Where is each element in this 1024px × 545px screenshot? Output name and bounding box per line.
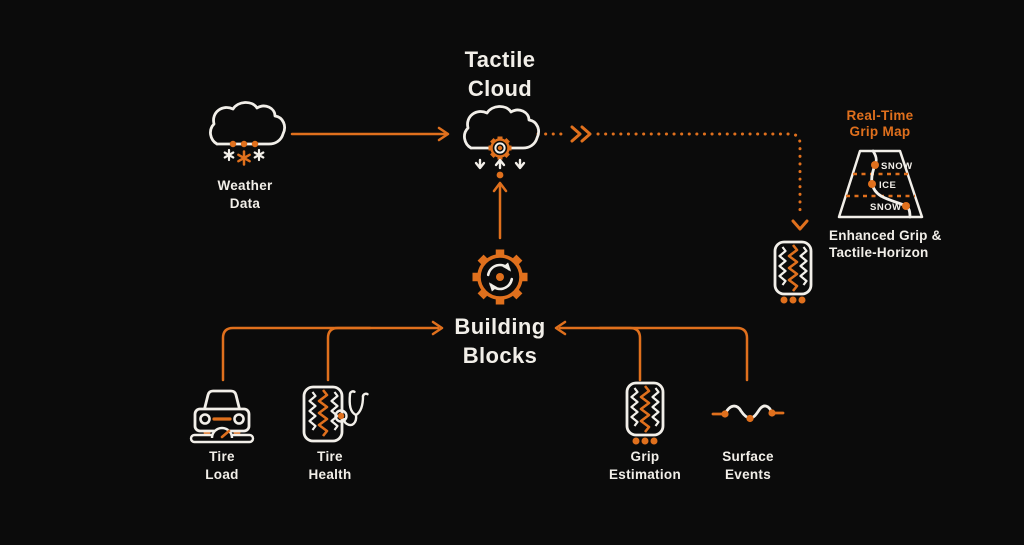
arrow-weather-to-cloud [290,126,450,142]
zone-label-snow-bottom: SNOW [870,202,902,213]
up-arrow-icon [494,158,506,170]
arrow-gear-to-cloud [492,181,508,240]
gear-icon [488,136,512,160]
weather-data-label: Weather Data [217,178,273,211]
dotted-path-cloud-to-grip-map [536,125,809,231]
stethoscope-icon [334,390,369,427]
grip-map-caption: Enhanced Grip & Tactile-Horizon [829,228,942,260]
down-arrow-icon [514,158,526,170]
road-map-trapezoid-icon: SNOW ICE SNOW [837,149,924,219]
grip-estimation-label: Grip Estimation [608,449,681,482]
car-front-icon [189,389,255,444]
tire-health-label: Tire Health [308,449,352,482]
tire-load-label: Tire Load [205,449,239,482]
tactile-cloud-title: Tactile Cloud [464,47,536,101]
zone-label-snow-top: SNOW [881,161,913,172]
grip-map-node: Real-Time Grip Map SNOW ICE SNOW Enhance… [815,108,945,261]
connector-right-inputs [554,320,749,382]
tire-health-node: Tire Health [275,382,385,483]
snow-cloud-icon [209,101,286,166]
tire-stethoscope-icon [302,385,369,443]
data-dot [496,171,504,179]
surface-events-label: Surface Events [722,449,774,482]
grip-map-title: Real-Time Grip Map [846,108,914,140]
zone-label-ice: ICE [879,180,896,191]
down-arrow-icon [474,158,486,170]
surface-events-node: Surface Events [693,382,803,483]
snowflake-icon [237,150,251,166]
snowflake-icon [223,148,265,162]
surface-wave-icon [711,404,785,423]
connector-left-inputs [221,320,444,382]
building-blocks-title: Building Blocks [454,314,546,368]
cloud-gear-icon [463,105,540,179]
gear-sync-icon [472,249,528,305]
sync-arrows-icon [486,262,514,292]
tire-tread-icon [625,381,665,445]
weather-data-node: Weather Data [190,100,300,212]
grip-estimation-node: Grip Estimation [590,381,700,483]
tire-tread-icon [773,240,813,304]
tire-load-node: Tire Load [167,382,277,483]
